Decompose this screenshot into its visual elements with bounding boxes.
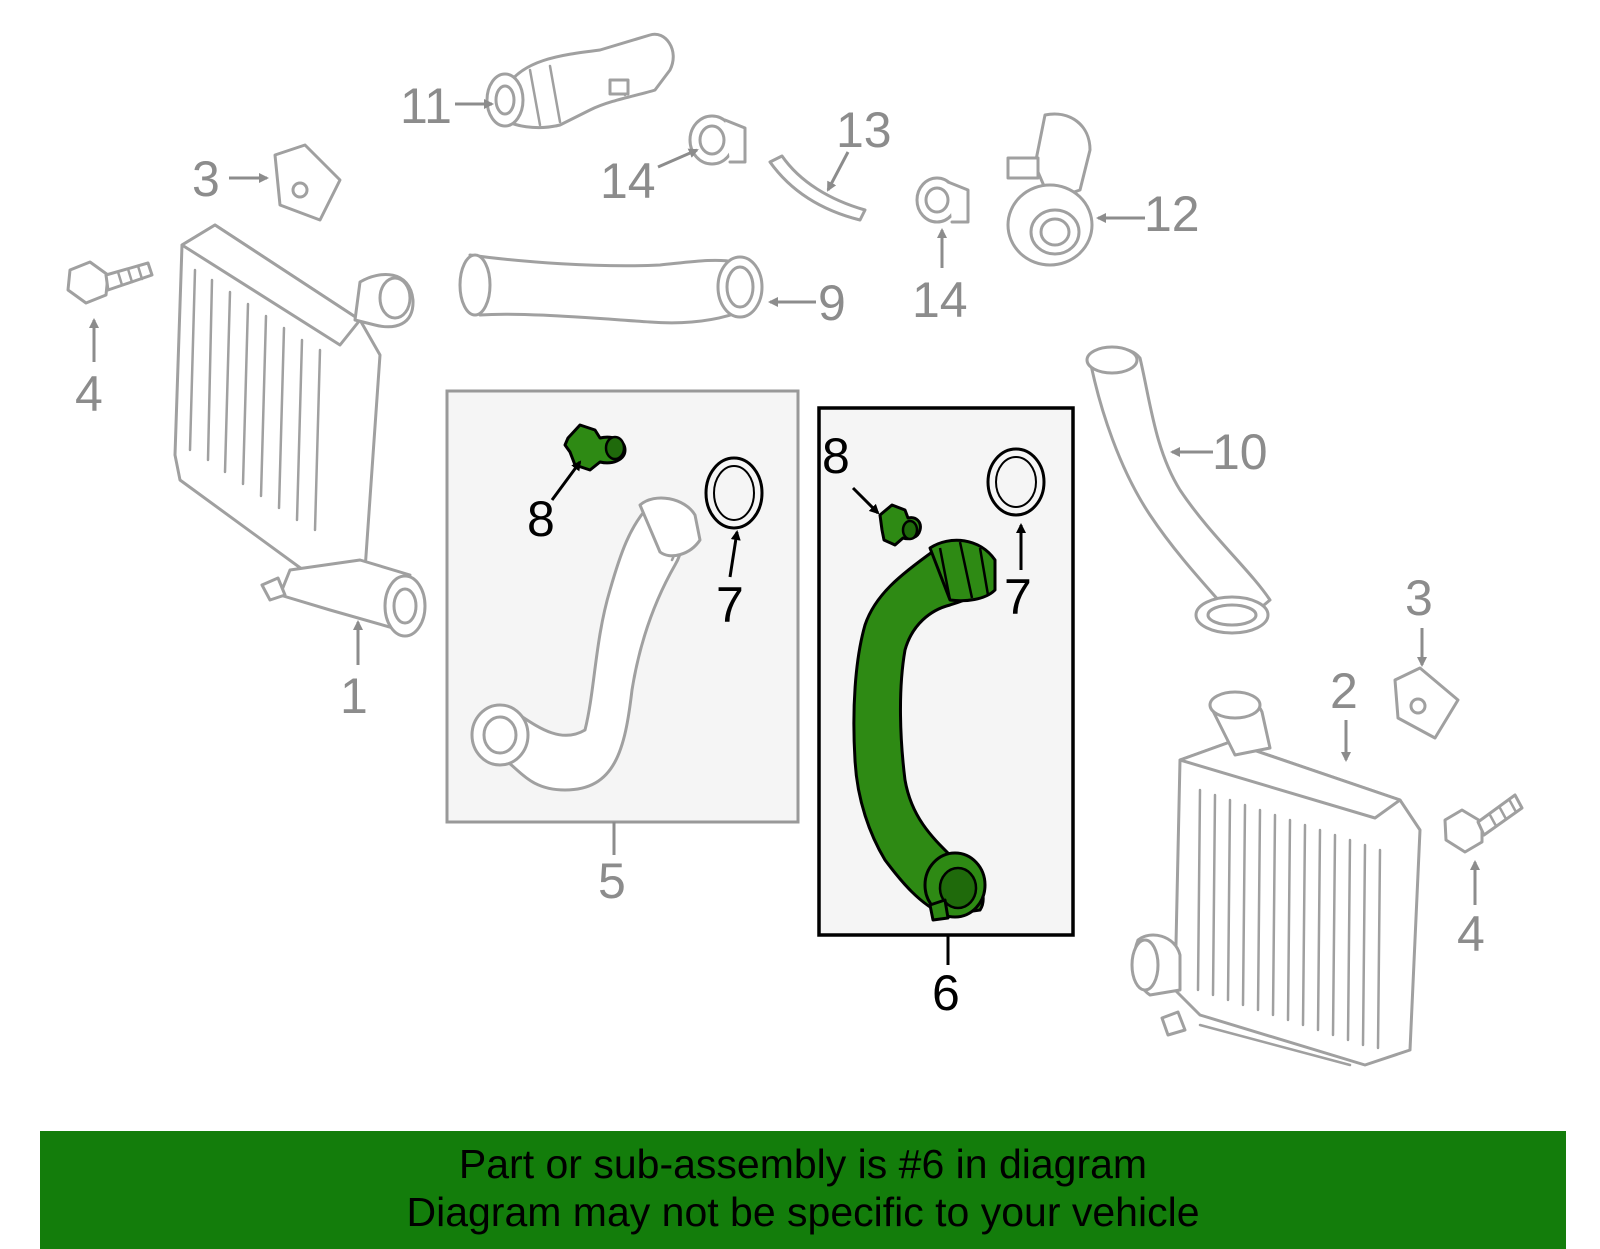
part-3-bracket-right xyxy=(1393,666,1460,740)
callout-4-left: 4 xyxy=(75,366,103,422)
part-4-bolt-right xyxy=(1443,793,1524,854)
part-12-inlet-housing xyxy=(1006,112,1094,267)
part-11-outlet-pipe xyxy=(485,32,675,130)
callout-2: 2 xyxy=(1330,663,1358,719)
leader-13 xyxy=(826,151,850,192)
leader-14a xyxy=(657,148,699,169)
callout-3-right: 3 xyxy=(1405,570,1433,626)
callout-7-box5: 7 xyxy=(716,577,744,633)
callout-1: 1 xyxy=(340,668,368,724)
part-1-intercooler-left xyxy=(173,223,427,638)
part-10-charge-pipe-right xyxy=(1085,345,1272,635)
leader-8a xyxy=(550,460,582,501)
leader-lines-highlight xyxy=(550,460,1026,965)
callout-10: 10 xyxy=(1212,424,1268,480)
callout-13: 13 xyxy=(836,102,892,158)
part-13-small-hose xyxy=(768,154,867,222)
part-4-bolt-left xyxy=(66,260,154,305)
part-14-clamp-right xyxy=(915,176,970,224)
banner-line-part-number: Part or sub-assembly is #6 in diagram xyxy=(458,1141,1148,1187)
leader-lines xyxy=(89,99,1480,905)
part-14-clamp-top xyxy=(688,114,747,166)
info-banner: Part or sub-assembly is #6 in diagram Di… xyxy=(40,1131,1566,1249)
part-5-box xyxy=(445,389,800,824)
callout-4-right: 4 xyxy=(1457,906,1485,962)
callout-labels: 11 14 13 14 12 3 4 1 9 10 3 2 4 5 8 7 8 … xyxy=(75,78,1485,1021)
callout-11: 11 xyxy=(400,78,452,134)
callout-6: 6 xyxy=(932,965,960,1021)
part-3-bracket-left xyxy=(273,143,342,222)
callout-8-box5: 8 xyxy=(527,491,555,547)
callout-12: 12 xyxy=(1144,186,1200,242)
callout-14-top: 14 xyxy=(600,153,656,209)
part-9-charge-pipe xyxy=(458,253,764,325)
callout-3-left: 3 xyxy=(192,151,220,207)
callout-7-box6: 7 xyxy=(1004,569,1032,625)
part-6-box xyxy=(817,406,1075,937)
callout-5: 5 xyxy=(598,853,626,909)
callout-14-right: 14 xyxy=(912,272,968,328)
part-2-intercooler-right xyxy=(1130,690,1422,1067)
callout-9: 9 xyxy=(818,275,846,331)
leader-8b xyxy=(851,486,880,515)
callout-8-box6: 8 xyxy=(822,428,850,484)
leader-7a xyxy=(728,530,741,578)
banner-line-disclaimer: Diagram may not be specific to your vehi… xyxy=(406,1189,1200,1235)
